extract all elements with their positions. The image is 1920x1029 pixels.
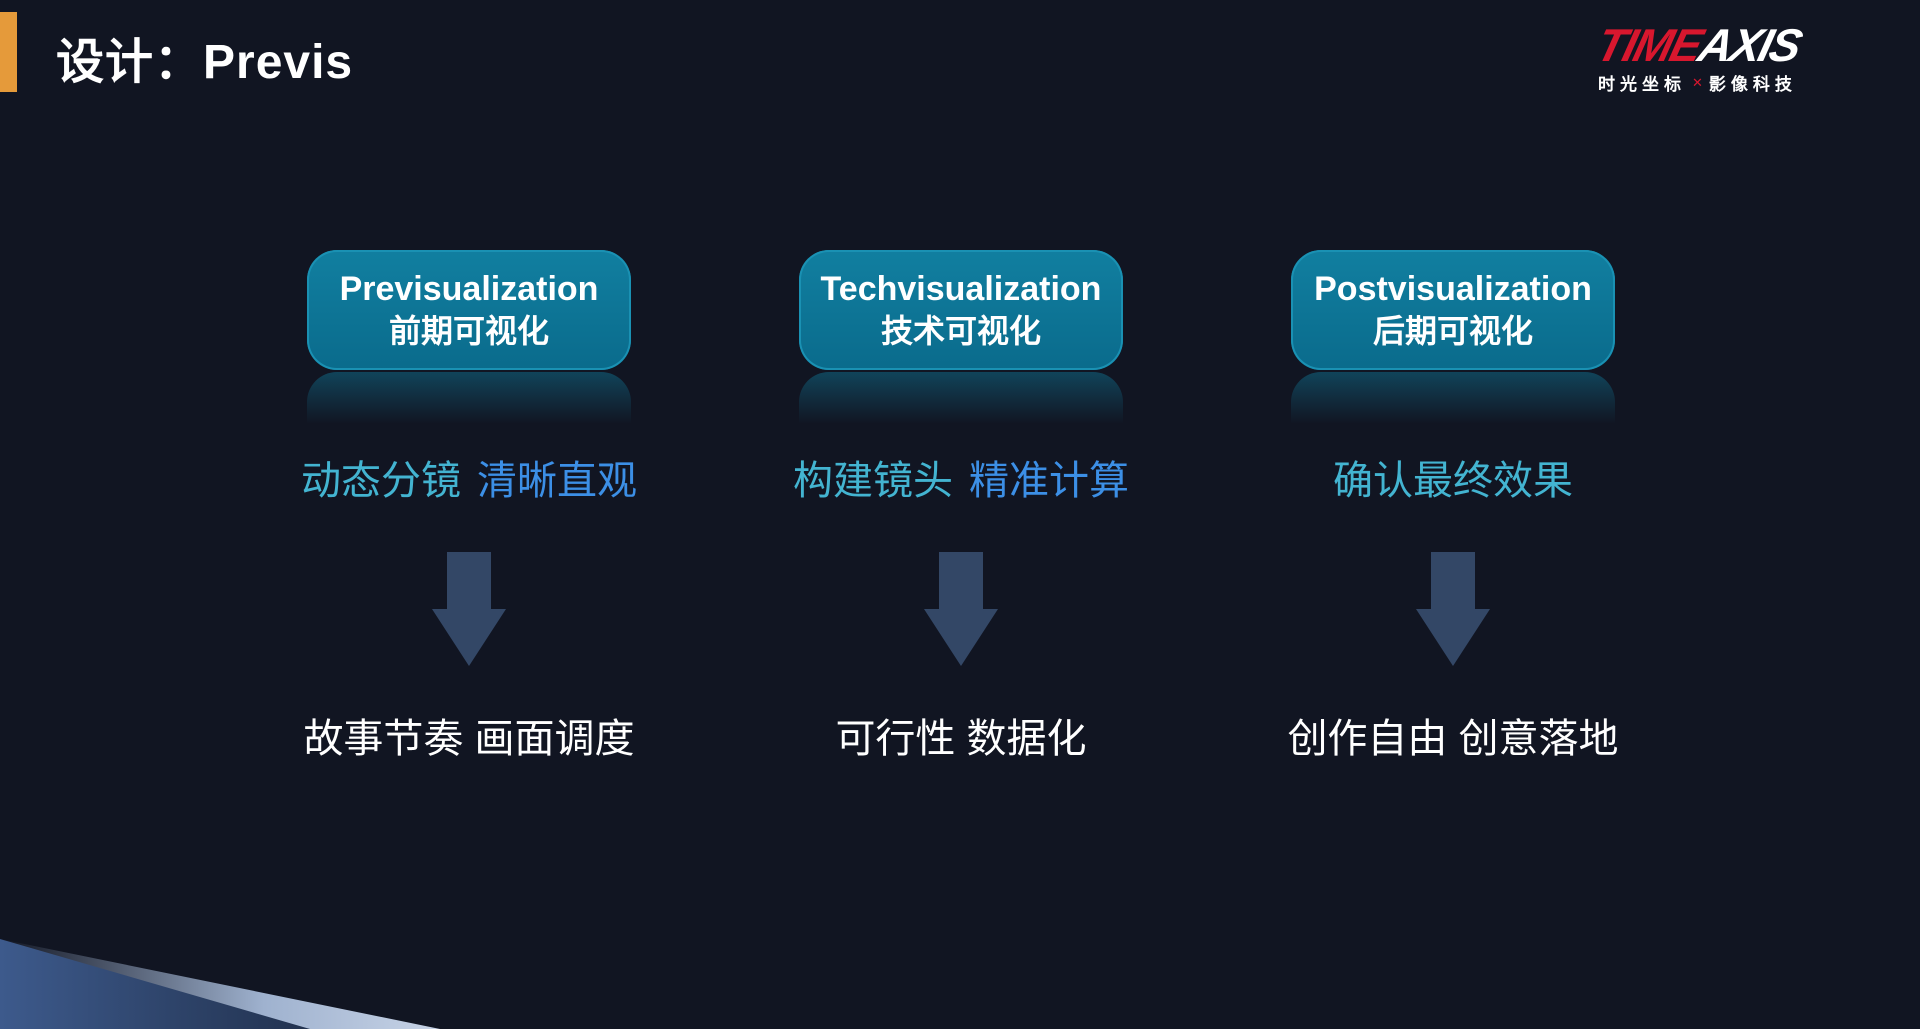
stage-subtitle-a: 动态分镜 [301,459,461,503]
logo-wordmark-time: TIME [1591,19,1707,71]
stage-subtitle: 构建镜头精准计算 [751,456,1171,506]
pill-reflection [799,372,1123,424]
logo-subtitle: 时光坐标 ✕ 影像科技 [1598,70,1858,95]
page-title: 设计：Previs [56,36,354,89]
logo-subtitle-right: 影像科技 [1708,75,1797,94]
stage-title-cn: 后期可视化 [1372,313,1533,349]
stage-subtitle-b: 清晰直观 [477,459,637,503]
stage-result: 故事节奏 画面调度 [303,717,635,761]
stage-subtitle-a: 确认最终效果 [1333,459,1573,503]
column-techvisualization: Techvisualization 技术可视化 构建镜头精准计算 可行性 数据化 [751,250,1171,764]
stage-pill: Previsualization 前期可视化 [307,250,631,370]
logo-subtitle-left: 时光坐标 [1598,75,1686,94]
stage-subtitle-b: 精准计算 [969,459,1129,503]
stage-title-en: Previsualization [339,270,599,308]
stage-subtitle-a: 构建镜头 [793,459,953,503]
stage-pill: Techvisualization 技术可视化 [799,250,1123,370]
stage-result: 创作自由 创意落地 [1287,717,1619,761]
corner-decoration [0,939,440,1029]
column-postvisualization: Postvisualization 后期可视化 确认最终效果 创作自由 创意落地 [1243,250,1663,764]
arrow-down-icon [924,552,998,666]
title-accent-bar [0,12,17,92]
pill-reflection [1291,372,1615,424]
arrow-down-icon [1416,552,1490,666]
stage-title-en: Postvisualization [1314,270,1592,308]
stage-result: 可行性 数据化 [835,717,1087,761]
column-previsualization: Previsualization 前期可视化 动态分镜清晰直观 故事节奏 画面调… [259,250,679,764]
stage-title-cn: 技术可视化 [880,313,1041,349]
logo-wordmark-axis: AXIS [1693,19,1806,71]
cross-icon: ✕ [1692,74,1703,90]
stage-subtitle: 确认最终效果 [1243,456,1663,506]
stage-pill: Postvisualization 后期可视化 [1291,250,1615,370]
arrow-down-icon [432,552,506,666]
stage-title-cn: 前期可视化 [388,313,549,349]
pill-reflection [307,372,631,424]
stage-title-en: Techvisualization [820,270,1102,308]
stage-subtitle: 动态分镜清晰直观 [259,456,679,506]
